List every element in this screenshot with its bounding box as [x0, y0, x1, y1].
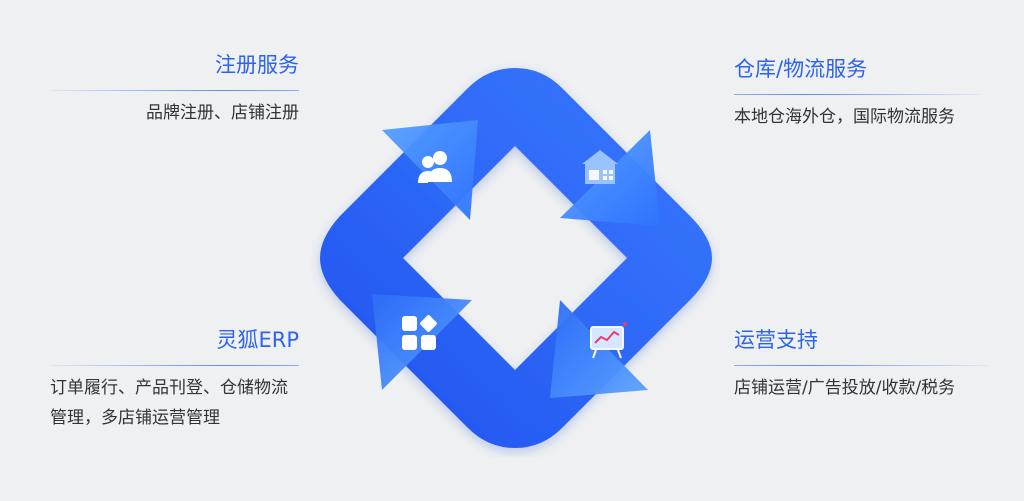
apps-grid-icon — [402, 315, 437, 350]
operations-support-desc: 店铺运营/广告投放/收款/税务 — [734, 378, 956, 398]
operations-divider — [734, 365, 988, 366]
erp-divider — [50, 365, 299, 366]
arrow-head-top-left — [382, 120, 478, 220]
warehouse-logistics-title: 仓库/物流服务 — [734, 57, 868, 81]
cycle-ring — [320, 68, 712, 448]
erp-desc: 订单履行、产品刊登、仓储物流管理，多店铺运营管理 — [50, 378, 288, 428]
registration-service-title: 注册服务 — [215, 53, 299, 77]
chart-board-icon — [590, 322, 627, 359]
registration-divider — [50, 90, 299, 91]
warehouse-divider — [734, 94, 980, 95]
warehouse-logistics-block: 仓库/物流服务 本地仓海外仓，国际物流服务 — [734, 54, 980, 132]
operations-support-title: 运营支持 — [734, 328, 818, 352]
registration-service-block: 注册服务 品牌注册、店铺注册 — [50, 50, 299, 128]
house-icon — [582, 150, 618, 184]
operations-support-block: 运营支持 店铺运营/广告投放/收款/税务 — [734, 325, 988, 403]
users-icon — [418, 151, 452, 183]
warehouse-logistics-desc: 本地仓海外仓，国际物流服务 — [734, 107, 955, 127]
erp-title: 灵狐ERP — [216, 328, 299, 352]
erp-block: 灵狐ERP 订单履行、产品刊登、仓储物流管理，多店铺运营管理 — [50, 325, 299, 433]
service-cycle-diagram — [320, 68, 712, 448]
registration-service-desc: 品牌注册、店铺注册 — [146, 103, 299, 123]
